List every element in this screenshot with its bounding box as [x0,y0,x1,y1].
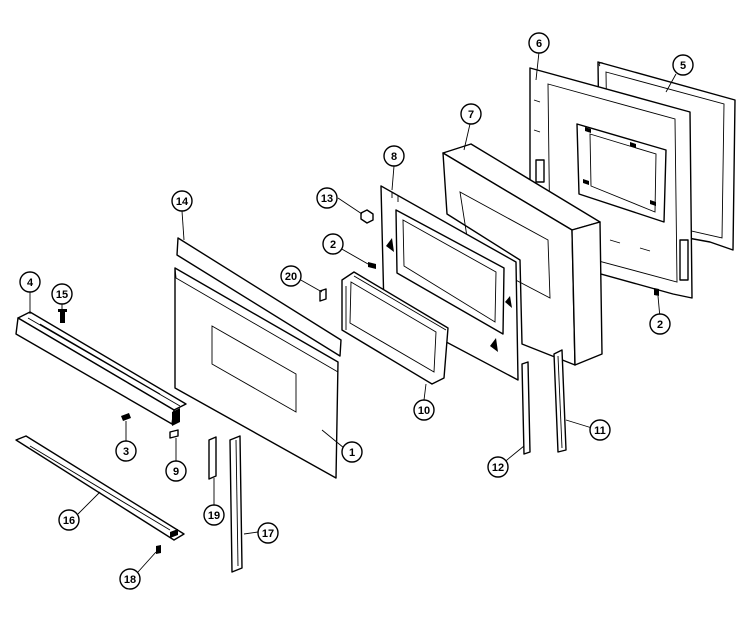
svg-text:14: 14 [176,196,189,208]
handle-screw[interactable] [58,309,67,323]
svg-text:2: 2 [330,239,336,251]
door-panel[interactable] [174,267,339,479]
callout-9: 9 [165,460,187,482]
svg-text:5: 5 [680,60,686,72]
svg-text:3: 3 [123,446,129,458]
callout-14: 14 [171,190,193,212]
glass-pack-frame[interactable] [380,185,519,381]
bottom-trim[interactable] [15,435,185,541]
callout-17: 17 [257,522,279,544]
callout-4: 4 [19,271,41,293]
callout-18: 18 [119,568,141,590]
callout-1: 1 [341,441,363,463]
callout-11: 11 [589,419,611,441]
callout-5: 5 [672,54,694,76]
spacer[interactable] [319,288,327,302]
svg-text:16: 16 [63,515,75,527]
callout-16: 16 [58,509,80,531]
screw-left[interactable] [368,262,376,269]
side-trim-left[interactable] [521,361,531,455]
callout-3: 3 [115,440,137,462]
callout-15: 15 [51,283,73,305]
screw-right[interactable] [654,288,659,296]
svg-text:19: 19 [208,510,220,522]
svg-text:9: 9 [173,466,179,478]
callout-13: 13 [316,187,338,209]
svg-text:6: 6 [536,38,542,50]
handle-cap[interactable] [169,429,179,439]
svg-text:15: 15 [56,289,68,301]
svg-text:10: 10 [418,405,430,417]
door-top-trim[interactable] [176,237,342,357]
svg-text:8: 8 [391,151,397,163]
svg-text:18: 18 [124,574,136,586]
svg-text:7: 7 [468,109,474,121]
callout-2-right: 2 [649,313,671,335]
callout-2-left: 2 [322,233,344,255]
svg-text:2: 2 [657,319,663,331]
callout-12: 12 [487,456,509,478]
clip-nut[interactable] [360,209,374,224]
insulation[interactable] [442,143,603,366]
callout-20: 20 [280,265,302,287]
callout-10: 10 [413,399,435,421]
callout-6: 6 [528,32,550,54]
side-trim-right[interactable] [553,349,567,453]
svg-text:4: 4 [27,277,34,289]
callout-7: 7 [460,103,482,125]
svg-text:20: 20 [285,271,297,283]
svg-text:1: 1 [349,447,355,459]
svg-text:11: 11 [594,425,606,437]
callout-19: 19 [203,504,225,526]
svg-text:13: 13 [321,193,333,205]
svg-text:17: 17 [262,528,274,540]
handle-trim[interactable] [15,311,187,426]
callout-8: 8 [383,145,405,167]
end-cap-right[interactable] [229,435,243,573]
svg-text:12: 12 [492,462,504,474]
bottom-screw[interactable] [156,545,161,554]
screw-bottom[interactable] [121,413,131,421]
window-glass-assembly[interactable] [341,271,449,385]
end-cap-left[interactable] [208,436,217,480]
